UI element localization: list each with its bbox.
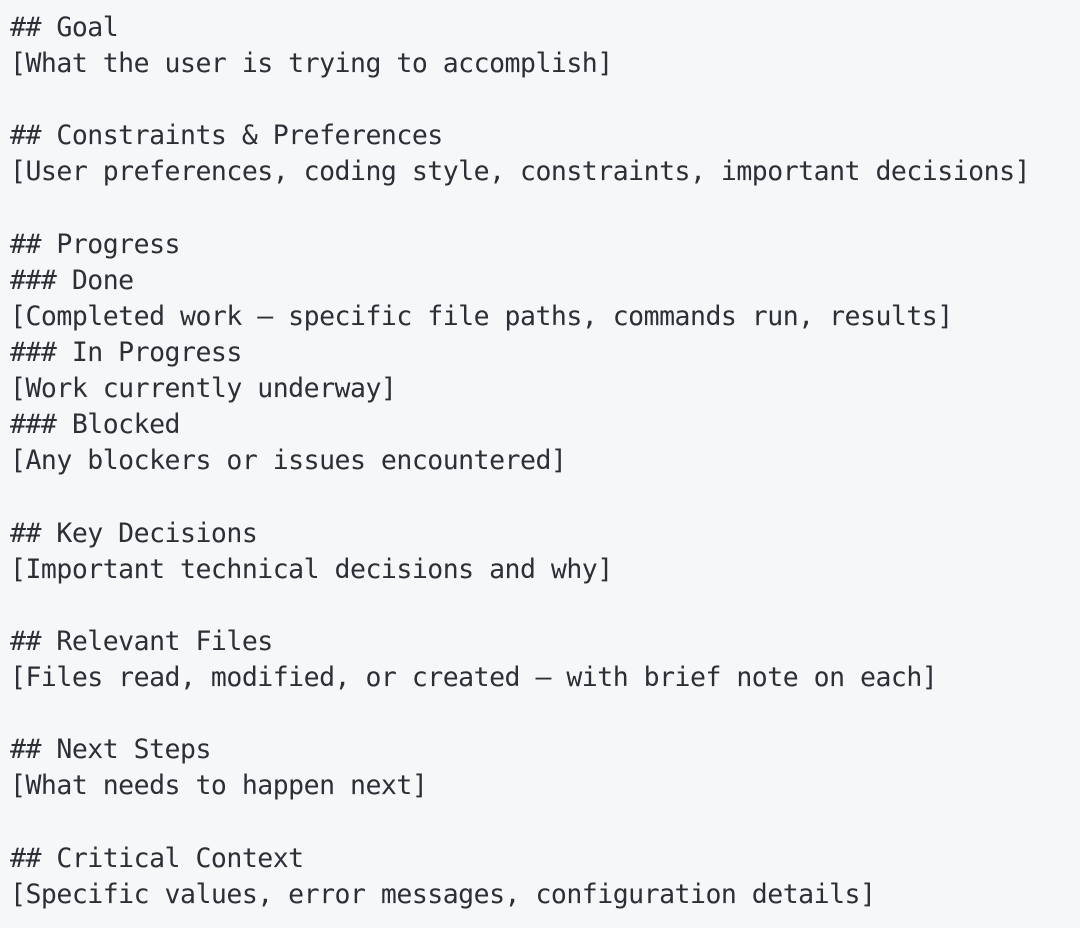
heading-key-decisions: ## Key Decisions — [10, 518, 258, 549]
done-placeholder: [Completed work — specific file paths, c… — [10, 301, 953, 332]
critical-context-placeholder: [Specific values, error messages, config… — [10, 879, 876, 910]
subheading-in-progress: ### In Progress — [10, 337, 242, 368]
subheading-done: ### Done — [10, 265, 134, 296]
blocked-placeholder: [Any blockers or issues encountered] — [10, 445, 567, 476]
heading-next-steps: ## Next Steps — [10, 734, 211, 765]
heading-critical-context: ## Critical Context — [10, 843, 304, 874]
relevant-files-placeholder: [Files read, modified, or created — with… — [10, 662, 938, 693]
next-steps-placeholder: [What needs to happen next] — [10, 770, 428, 801]
heading-progress: ## Progress — [10, 229, 181, 260]
in-progress-placeholder: [Work currently underway] — [10, 373, 397, 404]
subheading-blocked: ### Blocked — [10, 409, 181, 440]
heading-relevant-files: ## Relevant Files — [10, 626, 273, 657]
constraints-placeholder: [User preferences, coding style, constra… — [10, 156, 1031, 187]
heading-constraints-preferences: ## Constraints & Preferences — [10, 120, 443, 151]
goal-placeholder: [What the user is trying to accomplish] — [10, 48, 613, 79]
key-decisions-placeholder: [Important technical decisions and why] — [10, 554, 613, 585]
heading-goal: ## Goal — [10, 12, 119, 43]
